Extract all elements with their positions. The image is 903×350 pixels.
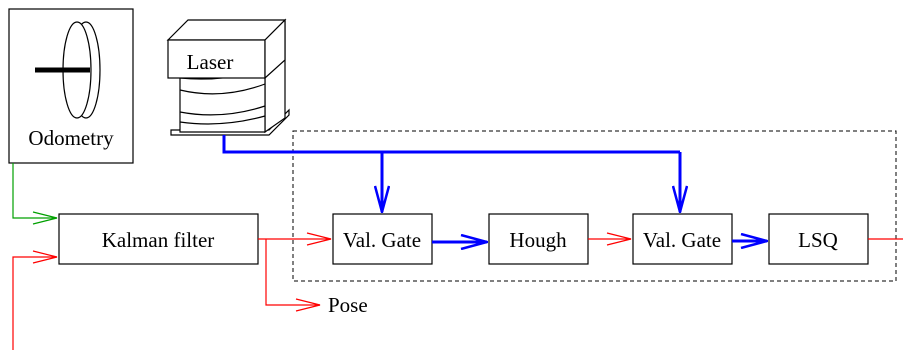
kalman-filter-label: Kalman filter [102,228,215,252]
odometry-sensor: Odometry [8,8,134,164]
odometry-to-kalman-arrow [12,163,58,225]
lsq-block: LSQ [768,213,869,265]
kalman-to-pose-arrow [265,239,321,312]
validation-gate-2-block: Val. Gate [632,213,733,265]
laser-bus-line [222,135,680,154]
kalman-filter-block: Kalman filter [58,213,259,265]
processing-boundary [292,130,897,282]
laser-scanner-icon [166,18,290,136]
odometry-label: Odometry [28,126,114,150]
lsq-label: LSQ [798,228,838,252]
hough-block: Hough [488,213,589,265]
hough-label: Hough [509,228,567,252]
validation-gate-1-block: Val. Gate [332,213,433,265]
pose-label: Pose [328,293,368,317]
validation-gate-2-label: Val. Gate [643,228,721,252]
validation-gate-1-label: Val. Gate [343,228,421,252]
laser-label: Laser [187,50,234,74]
wheel-icon [35,21,101,119]
feedback-to-kalman-arrow [12,250,58,350]
laser-sensor: Laser [166,18,290,136]
